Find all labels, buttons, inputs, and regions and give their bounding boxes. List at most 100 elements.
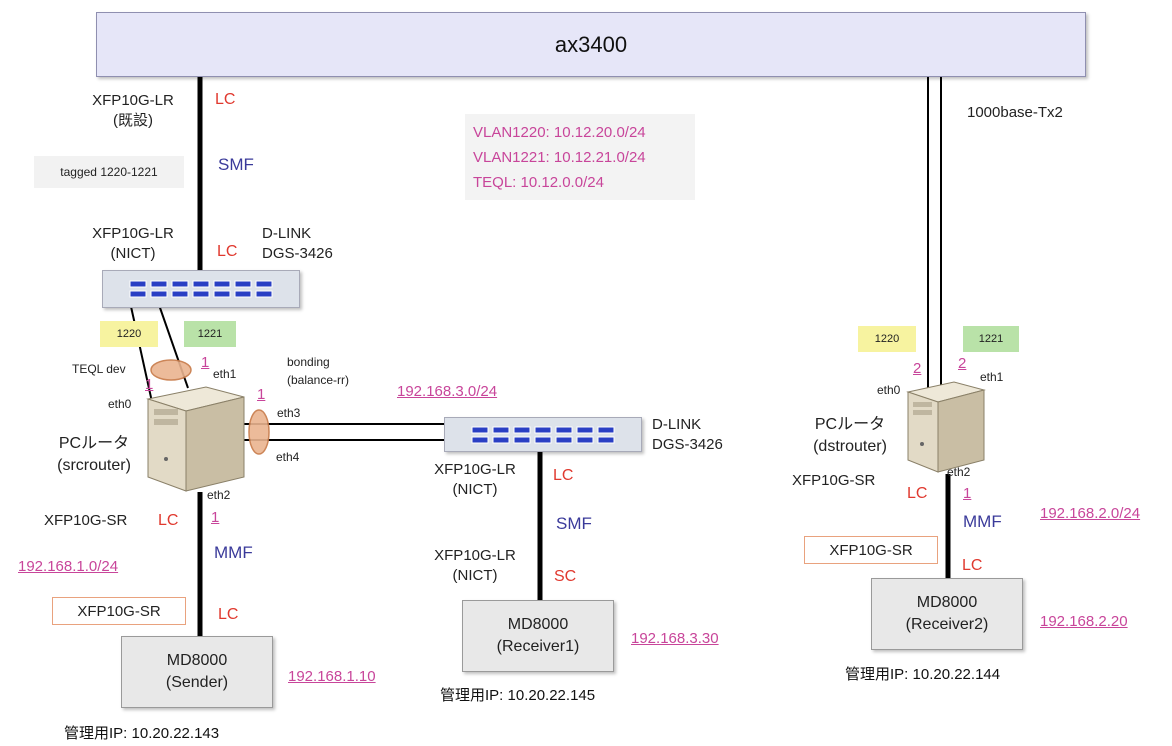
left-sr-lc: LC bbox=[158, 512, 179, 529]
middle-sc: SC bbox=[554, 568, 577, 585]
left-bottom-lc: LC bbox=[218, 606, 239, 623]
middle-subnet: 192.168.3.0/24 bbox=[397, 383, 498, 400]
middle-xfp2-model: XFP10G-LR bbox=[434, 547, 516, 564]
uplink-label: 1000base-Tx2 bbox=[967, 104, 1063, 121]
dstrouter-host: (dstrouter) bbox=[813, 438, 887, 455]
left-switch-model: DGS-3426 bbox=[262, 245, 333, 262]
left-xfp-box: XFP10G-SR bbox=[52, 597, 186, 625]
right-bottom-lc: LC bbox=[962, 557, 983, 574]
right-xfp-box-text: XFP10G-SR bbox=[829, 541, 913, 559]
srcrouter-host: (srcrouter) bbox=[57, 457, 131, 474]
right-num-eth0: 2 bbox=[913, 360, 922, 377]
bonding-text: bonding bbox=[287, 355, 330, 369]
eth4-label: eth4 bbox=[276, 450, 300, 464]
receiver1-ip: 192.168.3.30 bbox=[631, 630, 719, 647]
right-eth1-label: eth1 bbox=[980, 370, 1004, 384]
vlan1221-info: VLAN1221: 10.12.21.0/24 bbox=[473, 149, 646, 166]
left-sr-xfp: XFP10G-SR bbox=[44, 512, 128, 529]
middle-xfp2: XFP10G-LR (NICT) bbox=[420, 546, 530, 586]
dstrouter-label: PCルータ (dstrouter) bbox=[800, 414, 900, 458]
bonding-ellipse bbox=[248, 409, 270, 455]
teql-dev-label: TEQL dev bbox=[72, 362, 126, 376]
left-vlan-1221-text: 1221 bbox=[197, 328, 223, 340]
middle-xfp1-model: XFP10G-LR bbox=[434, 461, 516, 478]
right-vlan-1220-text: 1220 bbox=[874, 333, 900, 345]
left-num-eth2: 1 bbox=[211, 509, 220, 526]
right-mmf-label: MMF bbox=[963, 512, 1002, 531]
dstrouter-pc-icon bbox=[906, 381, 986, 473]
srcrouter-pc-icon bbox=[146, 386, 245, 492]
right-num-eth1: 2 bbox=[958, 355, 967, 372]
left-switch bbox=[102, 270, 300, 308]
right-vlan-1220: 1220 bbox=[858, 326, 916, 352]
sender-mgmt-ip: 管理用IP: 10.20.22.143 bbox=[64, 725, 220, 742]
srcrouter-name: PCルータ bbox=[58, 435, 130, 452]
middle-xfp2-sub: (NICT) bbox=[452, 567, 498, 584]
left-nict-lc: LC bbox=[217, 243, 238, 260]
middle-switch-label: D-LINK DGS-3426 bbox=[652, 415, 723, 455]
right-sr-lc: LC bbox=[907, 485, 928, 502]
sender-ip: 192.168.1.10 bbox=[288, 668, 376, 685]
middle-smf: SMF bbox=[556, 514, 592, 533]
left-mmf-label: MMF bbox=[214, 543, 253, 562]
receiver1-model: MD8000 bbox=[507, 616, 569, 633]
left-top-xfp: XFP10G-LR (既設) bbox=[78, 91, 188, 131]
vlan-info-box: VLAN1220: 10.12.20.0/24 VLAN1221: 10.12.… bbox=[465, 114, 695, 200]
left-num-teql: 1 bbox=[145, 376, 154, 393]
left-eth2-label: eth2 bbox=[207, 488, 231, 502]
receiver2-role: (Receiver2) bbox=[905, 616, 989, 633]
eth3-label: eth3 bbox=[277, 406, 301, 420]
vlan1220-link bbox=[129, 301, 153, 403]
middle-switch-model: DGS-3426 bbox=[652, 436, 723, 453]
left-top-lc: LC bbox=[215, 91, 236, 108]
sender-model: MD8000 bbox=[166, 652, 228, 669]
receiver1-device: MD8000 (Receiver1) bbox=[462, 600, 614, 672]
right-eth0-label: eth0 bbox=[877, 383, 901, 397]
left-num-eth1: 1 bbox=[201, 354, 210, 371]
middle-xfp1: XFP10G-LR (NICT) bbox=[420, 460, 530, 500]
vlan1220-info: VLAN1220: 10.12.20.0/24 bbox=[473, 124, 646, 141]
left-vlan-1220: 1220 bbox=[100, 321, 158, 347]
receiver2-mgmt-ip: 管理用IP: 10.20.22.144 bbox=[845, 666, 1001, 683]
left-eth0-label: eth0 bbox=[108, 397, 132, 411]
tagged-label: tagged 1220-1221 bbox=[34, 156, 184, 188]
receiver2-device: MD8000 (Receiver2) bbox=[871, 578, 1023, 650]
middle-switch-name: D-LINK bbox=[652, 416, 702, 433]
left-nict-xfp: XFP10G-LR (NICT) bbox=[78, 224, 188, 264]
right-subnet: 192.168.2.0/24 bbox=[1040, 505, 1141, 522]
right-vlan-1221-text: 1221 bbox=[978, 333, 1004, 345]
left-nict-xfp-model: XFP10G-LR bbox=[92, 225, 174, 242]
tagged-label-text: tagged 1220-1221 bbox=[60, 165, 158, 179]
right-xfp-box: XFP10G-SR bbox=[804, 536, 938, 564]
left-switch-name: D-LINK bbox=[262, 225, 312, 242]
right-vlan-1221: 1221 bbox=[963, 326, 1019, 352]
middle-xfp1-sub: (NICT) bbox=[452, 481, 498, 498]
left-vlan-1220-text: 1220 bbox=[116, 328, 142, 340]
right-num-eth2: 1 bbox=[963, 485, 972, 502]
left-smf-label: SMF bbox=[218, 155, 254, 174]
left-eth1-label: eth1 bbox=[213, 367, 237, 381]
receiver1-role: (Receiver1) bbox=[496, 638, 580, 655]
core-switch: ax3400 bbox=[96, 12, 1086, 77]
left-nict-xfp-sub: (NICT) bbox=[110, 245, 156, 262]
srcrouter-label: PCルータ (srcrouter) bbox=[44, 433, 144, 477]
bonding-label: bonding (balance-rr) bbox=[287, 353, 349, 389]
left-vlan-1221: 1221 bbox=[184, 321, 236, 347]
left-top-xfp-sub: (既設) bbox=[113, 112, 153, 129]
receiver1-mgmt-ip: 管理用IP: 10.20.22.145 bbox=[440, 687, 596, 704]
left-top-xfp-model: XFP10G-LR bbox=[92, 92, 174, 109]
core-switch-label: ax3400 bbox=[554, 31, 628, 57]
left-switch-label: D-LINK DGS-3426 bbox=[262, 224, 333, 264]
middle-lc: LC bbox=[553, 467, 574, 484]
left-num-bond: 1 bbox=[257, 386, 266, 403]
sender-device: MD8000 (Sender) bbox=[121, 636, 273, 708]
teql-ellipse bbox=[150, 359, 192, 381]
bonding-mode-text: (balance-rr) bbox=[287, 373, 350, 387]
right-sr-xfp: XFP10G-SR bbox=[792, 472, 876, 489]
teql-info: TEQL: 10.12.0.0/24 bbox=[473, 174, 604, 191]
receiver2-model: MD8000 bbox=[916, 594, 978, 611]
receiver2-ip: 192.168.2.20 bbox=[1040, 613, 1128, 630]
left-switch-ports bbox=[129, 280, 273, 298]
